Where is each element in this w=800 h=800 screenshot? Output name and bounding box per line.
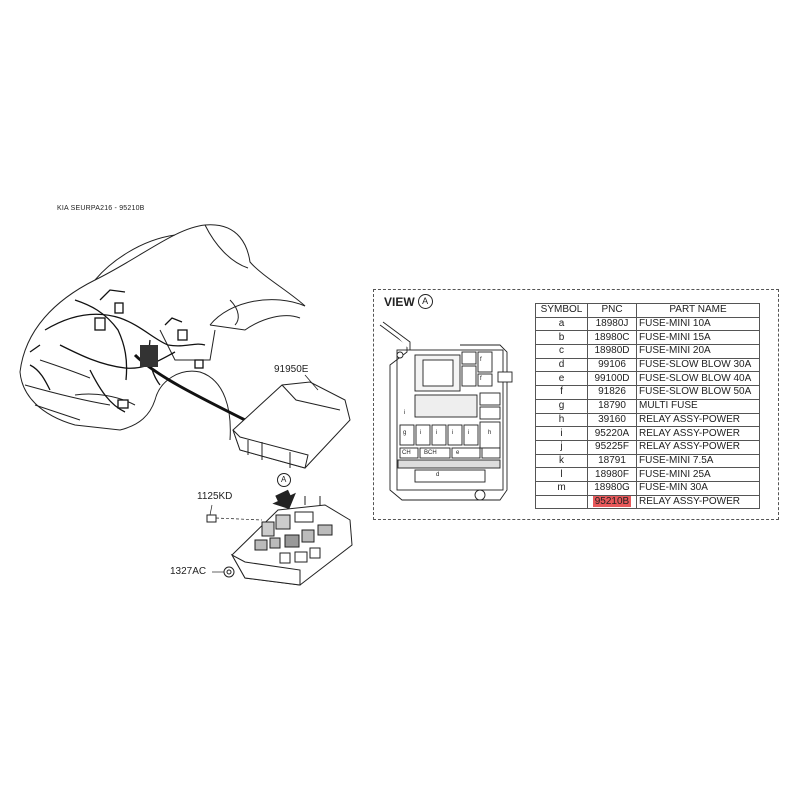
symbol-cell: b — [535, 330, 588, 346]
bolt-callout: 1125KD — [197, 491, 233, 502]
symbol-cell: j — [535, 439, 588, 455]
pnc-cell: 95225F — [587, 439, 637, 455]
pnc-cell: 18790 — [587, 398, 637, 414]
table-row: 95210B RELAY ASSY-POWER — [535, 494, 760, 510]
nut-callout: 1327AC — [170, 566, 207, 577]
pnc-cell: 95210B — [587, 494, 637, 510]
fusebox-cover — [232, 381, 351, 469]
table-header-row: SYMBOL PNC PART NAME — [535, 303, 760, 318]
pnc-cell: 95220A — [587, 426, 637, 441]
part-name-cell: FUSE-MINI 20A — [636, 344, 760, 359]
part-name-cell: FUSE-SLOW BLOW 50A — [636, 385, 760, 400]
nut-part — [212, 566, 235, 578]
symbol-cell: c — [535, 344, 588, 359]
symbol-cell: m — [535, 480, 588, 496]
symbol-cell: f — [535, 385, 588, 400]
cover-leader-line — [304, 374, 319, 391]
part-name-cell: MULTI FUSE — [636, 398, 760, 414]
pnc-cell: 91826 — [587, 385, 637, 400]
pnc-cell: 18980D — [587, 344, 637, 359]
diagram-title: KIA SEURPA216 - 95210B — [57, 205, 145, 212]
symbol-cell: h — [535, 412, 588, 428]
bolt-part — [206, 504, 263, 523]
pnc-cell: 39160 — [587, 412, 637, 428]
part-name-cell: FUSE-MIN 30A — [636, 480, 760, 496]
cover-callout: 91950E — [274, 364, 309, 375]
view-marker: A — [417, 294, 433, 309]
part-name-cell: FUSE-MINI 7.5A — [636, 453, 760, 469]
view-marker-callout: A — [281, 475, 287, 484]
fusebox-top-view — [379, 321, 513, 501]
header-pnc: PNC — [587, 303, 637, 318]
view-label: VIEW — [384, 294, 415, 309]
symbol-cell: i — [535, 426, 588, 441]
symbol-cell: l — [535, 467, 588, 482]
pnc-cell: 99100D — [587, 371, 637, 387]
pnc-cell: 18980F — [587, 467, 637, 482]
header-part-name: PART NAME — [636, 303, 760, 318]
symbol-cell: e — [535, 371, 588, 387]
symbol-cell: a — [535, 316, 588, 332]
pnc-cell: 99106 — [587, 357, 637, 373]
highlighted-pnc: 95210B — [592, 495, 632, 507]
pnc-cell: 18980J — [587, 316, 637, 332]
header-symbol: SYMBOL — [535, 303, 588, 318]
part-name-cell: RELAY ASSY-POWER — [636, 412, 760, 428]
pnc-cell: 18980G — [587, 480, 637, 496]
part-name-cell: FUSE-SLOW BLOW 40A — [636, 371, 760, 387]
part-name-cell: FUSE-MINI 15A — [636, 330, 760, 346]
view-title: VIEW A — [384, 294, 433, 309]
car-illustration — [19, 224, 306, 441]
part-name-cell: FUSE-SLOW BLOW 30A — [636, 357, 760, 373]
part-name-cell: RELAY ASSY-POWER — [636, 426, 760, 441]
symbol-cell — [535, 494, 588, 510]
view-arrow — [272, 473, 296, 510]
symbol-cell: g — [535, 398, 588, 414]
symbol-cell: k — [535, 453, 588, 469]
pnc-cell: 18980C — [587, 330, 637, 346]
part-name-cell: FUSE-MINI 25A — [636, 467, 760, 482]
symbol-cell: d — [535, 357, 588, 373]
fusebox-body — [230, 496, 353, 586]
part-name-cell: FUSE-MINI 10A — [636, 316, 760, 332]
pnc-cell: 18791 — [587, 453, 637, 469]
part-name-cell: RELAY ASSY-POWER — [636, 439, 760, 455]
wiring-harness — [29, 289, 246, 422]
part-name-cell: RELAY ASSY-POWER — [636, 494, 760, 510]
